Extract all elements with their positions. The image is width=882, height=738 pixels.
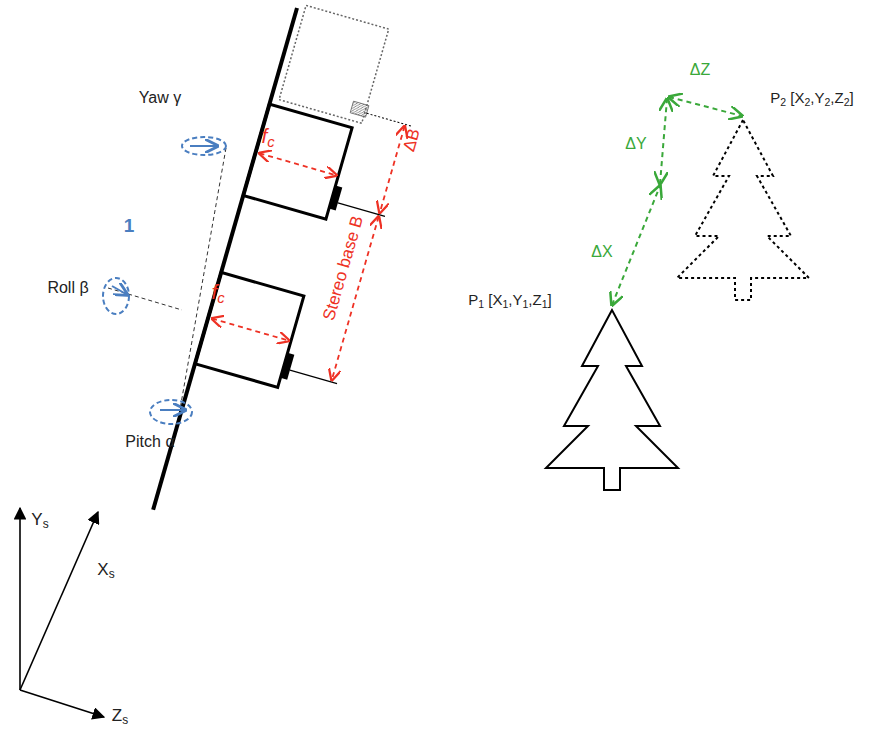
axis-label: Zs [112,707,128,726]
camera-box [243,104,352,219]
roll-rotation [103,278,129,314]
axis-z [20,690,104,717]
axis-x [20,512,98,690]
delta-z-vector [669,97,742,116]
point-label: P1 [X1,Y1,Z1] [468,292,551,309]
point-label: P2 [X2,Y2,Z2] [770,90,853,107]
delta-y-vector [660,99,667,184]
camera-box [195,272,304,387]
mount-bar [153,8,297,510]
shifted-lens [350,101,369,117]
focal-length-label: fc [211,280,224,303]
displacement-label: ΔZ [690,61,710,79]
axis-label: Ys [31,511,48,530]
shifted-camera [279,5,389,123]
camera-lens [329,186,342,211]
stereo-rig [153,3,435,549]
axis-y [19,508,21,690]
dimension-label: Stereo base B [320,214,368,323]
camera-lens [280,353,294,380]
tree-p1 [546,310,678,490]
focal-length-label: fc [261,124,274,147]
pitch-rotation [150,400,192,424]
dimension-label: ΔB [400,127,424,154]
rotation-label: Yaw γ [139,89,181,107]
rotation-label: Roll β [47,279,88,297]
axis-label: Xs [97,561,114,580]
roll-axis [108,288,182,310]
delta-x-vector [612,186,660,305]
displacement-label: ΔX [591,243,612,261]
yaw-axis [176,148,226,432]
displacement-label: ΔY [625,135,646,153]
rotation-label: Pitch α [125,433,174,451]
yaw-rotation [182,137,226,155]
tree-p2 [677,120,809,300]
callout-number: 1 [124,216,135,237]
